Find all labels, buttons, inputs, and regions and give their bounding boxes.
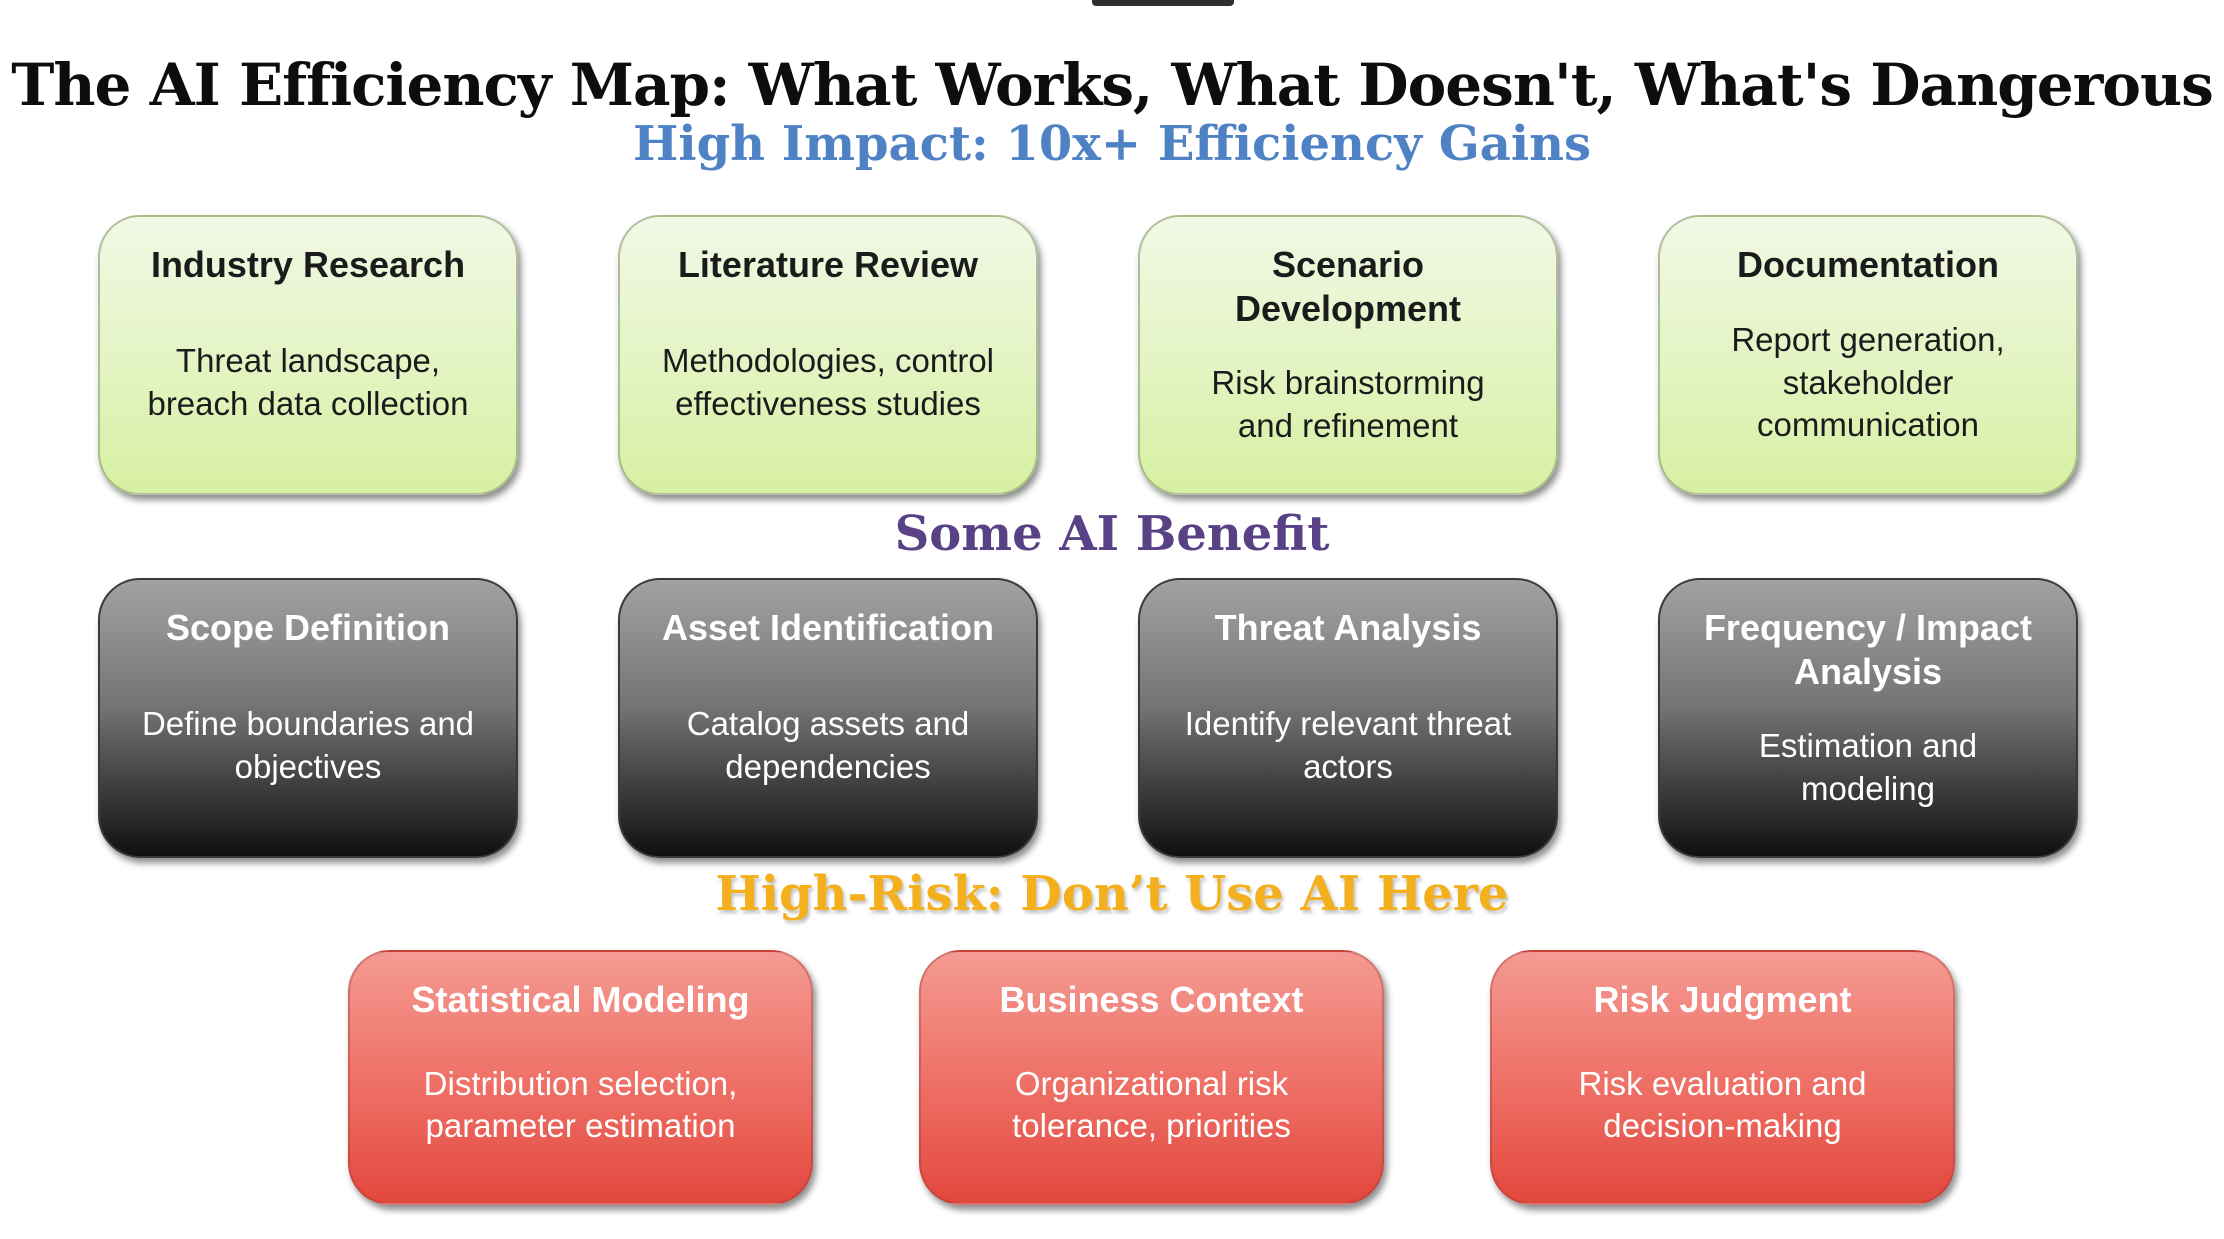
card-body: Organizational risk tolerance, prioritie… xyxy=(1012,1064,1291,1145)
card-business-context: Business Context Organizational risk tol… xyxy=(919,950,1384,1205)
card-documentation: Documentation Report generation, stakeho… xyxy=(1658,215,2078,495)
card-literature-review: Literature Review Methodologies, control… xyxy=(618,215,1038,495)
card-title: Business Context xyxy=(999,979,1304,1020)
section-heading-high-impact: High Impact: 10x+ Efficiency Gains xyxy=(632,116,1592,172)
card-title: Statistical Modeling xyxy=(411,979,750,1020)
card-scenario-development: Scenario Development Risk brainstorming … xyxy=(1138,215,1558,495)
card-scope-definition: Scope Definition Define boundaries and o… xyxy=(98,578,518,858)
card-body: Threat landscape, breach data collection xyxy=(147,342,469,422)
some-ai-benefit-card-row: Scope Definition Define boundaries and o… xyxy=(98,578,2078,858)
card-title: Threat Analysis xyxy=(1214,607,1482,648)
card-body: Estimation and modeling xyxy=(1758,727,1978,807)
card-title: Scope Definition xyxy=(165,607,450,648)
card-title: Risk Judgment xyxy=(1593,979,1852,1020)
card-body: Methodologies, control effectiveness stu… xyxy=(661,342,995,422)
card-title: Literature Review xyxy=(677,244,979,285)
high-impact-card-row: Industry Research Threat landscape, brea… xyxy=(98,215,2078,495)
top-edge-artifact xyxy=(1092,0,1234,6)
section-heading-high-risk: High-Risk: Don’t Use AI Here xyxy=(715,866,1509,922)
high-risk-card-row: Statistical Modeling Distribution select… xyxy=(348,950,1955,1205)
card-body: Distribution selection, parameter estima… xyxy=(423,1064,738,1145)
card-threat-analysis: Threat Analysis Identify relevant threat… xyxy=(1138,578,1558,858)
card-title: Scenario Development xyxy=(1234,244,1462,329)
card-body: Catalog assets and dependencies xyxy=(686,705,970,785)
page-title: The AI Efficiency Map: What Works, What … xyxy=(11,50,2214,119)
card-risk-judgment: Risk Judgment Risk evaluation and decisi… xyxy=(1490,950,1955,1205)
card-industry-research: Industry Research Threat landscape, brea… xyxy=(98,215,518,495)
card-statistical-modeling: Statistical Modeling Distribution select… xyxy=(348,950,813,1205)
card-body: Risk evaluation and decision-making xyxy=(1578,1064,1867,1145)
section-heading-some-ai-benefit: Some AI Benefit xyxy=(894,506,1330,562)
card-body: Risk brainstorming and refinement xyxy=(1211,364,1485,444)
card-body: Define boundaries and objectives xyxy=(141,705,475,785)
card-frequency-impact-analysis: Frequency / Impact Analysis Estimation a… xyxy=(1658,578,2078,858)
card-title: Documentation xyxy=(1736,244,1999,285)
card-body: Report generation, stakeholder communica… xyxy=(1731,320,2005,444)
card-body: Identify relevant threat actors xyxy=(1184,705,1512,785)
card-asset-identification: Asset Identification Catalog assets and … xyxy=(618,578,1038,858)
card-title: Asset Identification xyxy=(661,607,995,648)
card-title: Frequency / Impact Analysis xyxy=(1703,607,2033,692)
card-title: Industry Research xyxy=(150,244,466,285)
